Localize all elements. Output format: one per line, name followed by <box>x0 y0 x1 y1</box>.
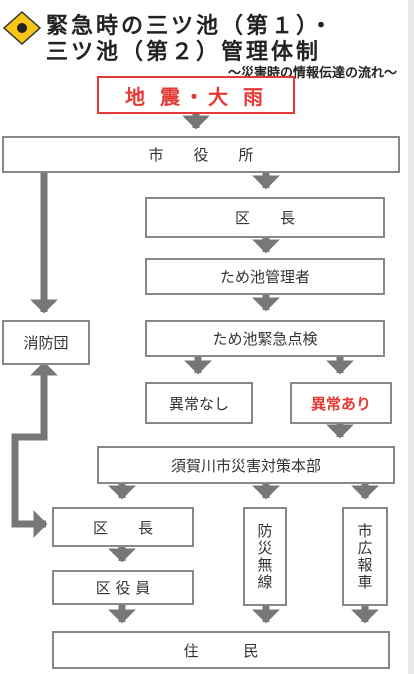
disaster-radio-label: 防災無線 <box>255 522 274 591</box>
residents-box: 住 民 <box>52 631 390 669</box>
anomaly-box: 異常あり <box>290 382 392 424</box>
pond-manager-box: ため池管理者 <box>145 258 385 295</box>
disaster-hq-box: 須賀川市災害対策本部 <box>97 446 395 484</box>
anomaly-label: 異常あり <box>310 394 371 413</box>
emergency-check-label: ため池緊急点検 <box>212 330 318 348</box>
pr-vehicle-box: 市広報車 <box>342 507 388 606</box>
title-line-1: 緊急時の三ツ池（第１）・ <box>46 14 336 39</box>
pond-manager-label: ため池管理者 <box>219 268 310 286</box>
ward-chief-top-label: 区 長 <box>234 209 295 227</box>
residents-label: 住 民 <box>183 641 259 660</box>
city-hall-label: 市 役 所 <box>148 146 254 164</box>
trigger-box: 地 震・大 雨 <box>97 76 295 114</box>
trigger-label: 地 震・大 雨 <box>125 84 267 109</box>
ward-chief-top-box: 区 長 <box>145 197 385 238</box>
ward-officers-box: 区 役 員 <box>52 570 194 605</box>
fire-brigade-box: 消防団 <box>2 320 90 365</box>
no-anomaly-box: 異常なし <box>145 382 253 424</box>
emergency-check-box: ため池緊急点検 <box>145 320 385 357</box>
disaster-hq-label: 須賀川市災害対策本部 <box>170 456 321 475</box>
fire-brigade-label: 消防団 <box>23 334 69 352</box>
ward-officers-label: 区 役 員 <box>95 579 151 597</box>
city-hall-box: 市 役 所 <box>2 136 400 173</box>
ward-chief-bottom-label: 区 長 <box>92 518 153 537</box>
pr-vehicle-label: 市広報車 <box>355 522 374 591</box>
scrollbar[interactable] <box>408 0 414 674</box>
warning-icon <box>2 10 42 46</box>
ward-chief-bottom-box: 区 長 <box>52 507 194 547</box>
no-anomaly-label: 異常なし <box>168 394 229 413</box>
disaster-radio-box: 防災無線 <box>243 507 287 606</box>
title-line-2: 三ツ池（第２）管理体制 <box>46 40 322 65</box>
